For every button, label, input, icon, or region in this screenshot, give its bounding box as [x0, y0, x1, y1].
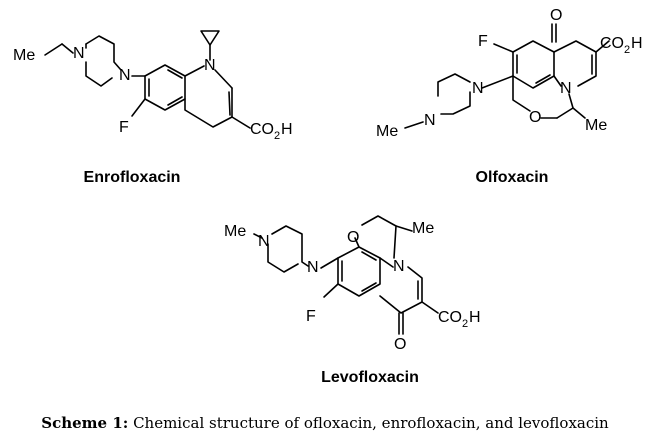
oflox-me-right: Me	[585, 117, 607, 134]
enro-acid-sub: 2	[274, 130, 280, 142]
enrofloxacin-name: Enrofloxacin	[84, 169, 181, 186]
levo-me-top-left: Me	[224, 223, 246, 240]
oflox-ketone-o: O	[550, 7, 562, 24]
oflox-me-left: Me	[376, 123, 398, 140]
scheme-caption: Scheme 1: Chemical structure of ofloxaci…	[0, 414, 650, 432]
levofloxacin-structure	[253, 215, 439, 335]
enro-n-ring: N	[204, 57, 216, 74]
enro-n-piperazine-top: N	[73, 45, 85, 62]
levo-n-piperazine-aryl: N	[307, 259, 319, 276]
oflox-n-ring: N	[560, 80, 572, 97]
levo-acid-h: H	[469, 309, 481, 326]
levo-n-ring: N	[393, 258, 405, 275]
oflox-acid-sub: 2	[624, 44, 630, 56]
levo-n-piperazine-me: N	[258, 233, 270, 250]
levo-o-ring: O	[347, 229, 359, 246]
levo-acid-sub: 2	[462, 318, 468, 330]
enro-me-label: Me	[13, 47, 35, 64]
enrofloxacin-structure	[44, 30, 251, 129]
levo-acid-co: CO	[438, 309, 462, 326]
enro-n-piperazine-aryl: N	[119, 67, 131, 84]
oflox-n-piperazine-me: N	[424, 112, 436, 129]
levo-ketone-o: O	[394, 336, 406, 353]
levo-f-label: F	[306, 308, 316, 325]
caption-label: Scheme 1:	[41, 414, 129, 432]
enro-acid-co: CO	[250, 121, 274, 138]
oflox-acid-h: H	[631, 35, 643, 52]
enro-f-label: F	[119, 119, 129, 136]
ofloxacin-name: Olfoxacin	[476, 169, 549, 186]
levofloxacin-name: Levofloxacin	[321, 369, 419, 386]
ofloxacin-structure	[404, 23, 610, 129]
oflox-o-ring: O	[529, 109, 541, 126]
enro-acid-h: H	[281, 121, 293, 138]
oflox-acid-co: CO	[600, 35, 624, 52]
caption-text: Chemical structure of ofloxacin, enroflo…	[128, 414, 609, 432]
levo-me-top-right: Me	[412, 220, 434, 237]
oflox-n-piperazine-aryl: N	[472, 80, 484, 97]
oflox-f-label: F	[478, 33, 488, 50]
